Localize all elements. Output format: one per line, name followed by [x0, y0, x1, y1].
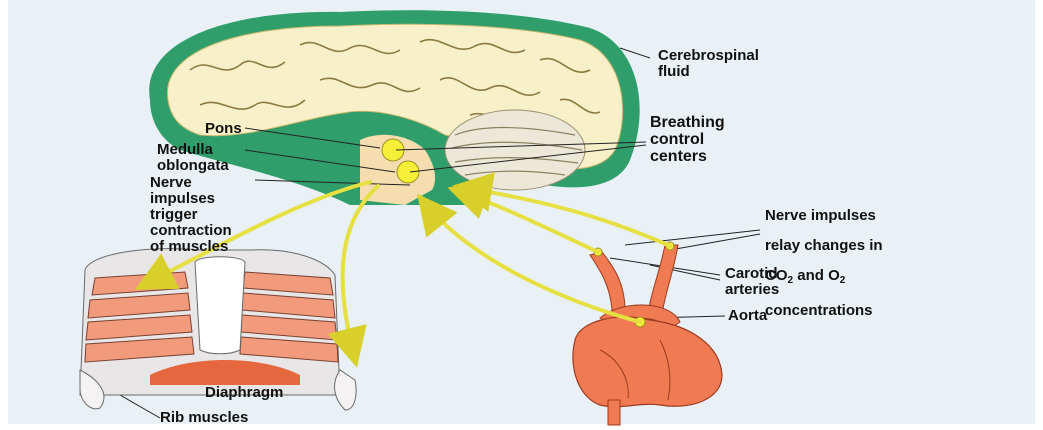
label-medulla-oblongata: Medulla oblongata — [157, 142, 229, 174]
relay-sub-2: 2 — [840, 275, 846, 286]
relay-line-2: relay changes in — [765, 238, 883, 253]
relay-line-1: Nerve impulses — [765, 208, 883, 223]
label-diaphragm: Diaphragm — [205, 385, 283, 401]
label-nerve-impulses-trigger: Nerve impulses trigger contraction of mu… — [150, 175, 232, 255]
relay-line-4: concentrations — [765, 303, 883, 318]
nerve-to-diaphragm — [343, 186, 378, 360]
label-rib-muscles: Rib muscles — [160, 410, 248, 426]
label-cerebrospinal-fluid: Cerebrospinal fluid — [658, 48, 759, 80]
relay-and: and O — [793, 267, 840, 284]
label-breathing-control-centers: Breathing control centers — [650, 114, 725, 165]
carotid-artery-left — [590, 252, 625, 310]
label-carotid-arteries: Carotid arteries — [725, 266, 779, 298]
label-nerve-impulses-relay: Nerve impulses relay changes in CO2 and … — [765, 193, 883, 333]
label-aorta: Aorta — [728, 308, 767, 324]
carotid-artery-right — [648, 245, 678, 314]
heart-and-arteries — [573, 242, 722, 425]
label-pons: Pons — [205, 121, 242, 137]
cerebellum — [445, 110, 585, 190]
relay-line-3: CO2 and O2 — [765, 268, 883, 288]
heart — [573, 317, 722, 407]
medulla-center-dot — [397, 161, 419, 183]
sternum — [195, 257, 245, 354]
